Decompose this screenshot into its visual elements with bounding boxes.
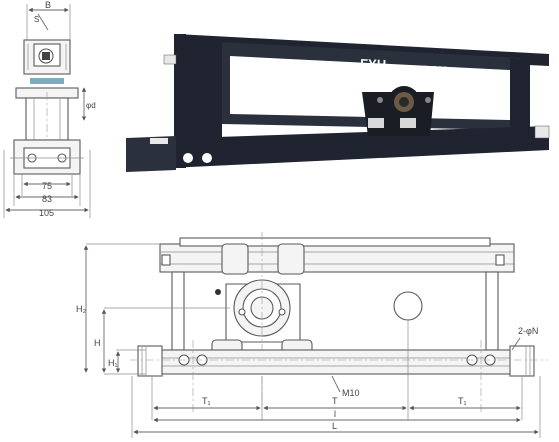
- dim-t1-right-label: T₁: [458, 396, 467, 406]
- dim-t1-left-label: T₁: [202, 396, 211, 406]
- product-photo: FYH U208-500: [126, 34, 550, 172]
- dim-h1-label: H₁: [108, 358, 118, 368]
- dim-bolt-label: 2-φN: [518, 326, 538, 336]
- dim-75-label: 75: [42, 181, 52, 191]
- top-rail: [159, 243, 515, 273]
- dim-s-label: S: [34, 15, 39, 24]
- dim-b-label: B: [45, 0, 51, 10]
- dim-h2-label: H₂: [76, 304, 86, 314]
- front-view: H₂ H H₁ 2-φN M10 T₁ T T₁ l L: [76, 232, 548, 438]
- brand-label: FYH: [360, 56, 387, 72]
- dim-l-outer-label: L: [332, 421, 337, 431]
- dim-d-label: φd: [86, 101, 96, 110]
- dim-t-label: T: [332, 396, 338, 406]
- dim-h-label: H: [94, 338, 101, 348]
- dim-105-label: 105: [39, 208, 54, 218]
- dim-83-label: 83: [42, 194, 52, 204]
- dim-m10-label: M10: [342, 388, 360, 398]
- side-view: B S φd 75 83: [3, 0, 96, 218]
- model-label: U208-500: [404, 64, 449, 77]
- dim-l-inner-label: l: [334, 409, 336, 419]
